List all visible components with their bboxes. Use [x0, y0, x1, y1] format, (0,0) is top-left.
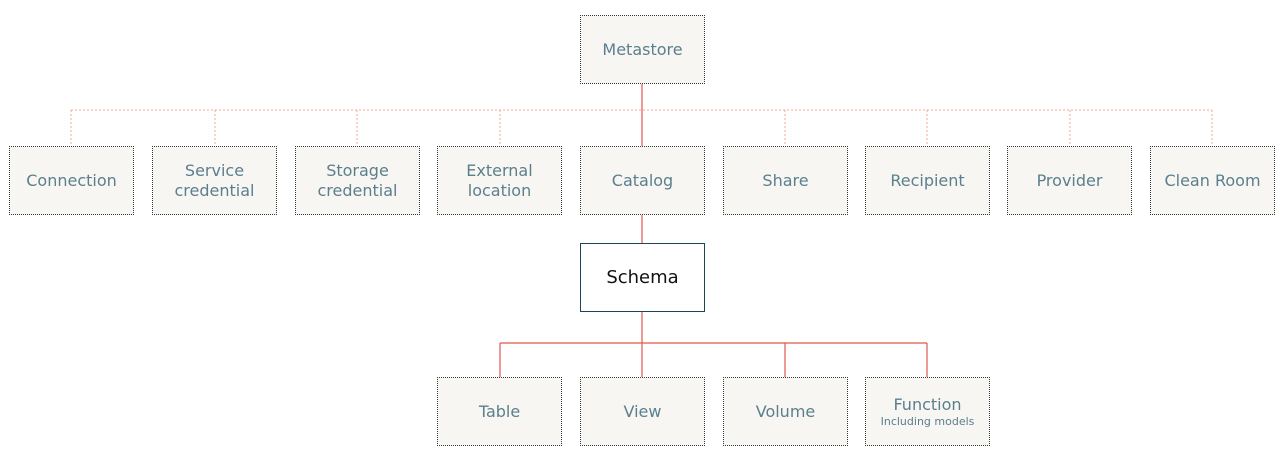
- node-sublabel: Including models: [880, 414, 975, 428]
- node-label: Connection: [26, 170, 117, 190]
- node-label: Share: [762, 170, 809, 190]
- node-schema: Schema: [580, 243, 705, 312]
- node-table: Table: [437, 377, 562, 446]
- node-service-credential: Service credential: [152, 146, 277, 215]
- node-metastore: Metastore: [580, 15, 705, 84]
- node-label: Schema: [606, 266, 679, 288]
- node-label: Catalog: [611, 170, 674, 190]
- node-label-line-1: Service: [184, 160, 245, 180]
- node-label: View: [623, 401, 662, 421]
- node-label: Function: [893, 394, 962, 414]
- node-share: Share: [723, 146, 848, 215]
- node-label-line-2: credential: [174, 180, 255, 200]
- node-label-line-2: location: [467, 180, 532, 200]
- node-label: Provider: [1036, 170, 1103, 190]
- node-label-line-1: Storage: [326, 160, 389, 180]
- node-label-line-2: credential: [317, 180, 398, 200]
- node-catalog: Catalog: [580, 146, 705, 215]
- node-connection: Connection: [9, 146, 134, 215]
- node-provider: Provider: [1007, 146, 1132, 215]
- node-recipient: Recipient: [865, 146, 990, 215]
- node-label: Clean Room: [1164, 170, 1261, 190]
- node-label: Recipient: [890, 170, 965, 190]
- node-external-location: External location: [437, 146, 562, 215]
- node-label: Table: [478, 401, 521, 421]
- node-view: View: [580, 377, 705, 446]
- node-storage-credential: Storage credential: [295, 146, 420, 215]
- node-function: Function Including models: [865, 377, 990, 446]
- node-label: Volume: [755, 401, 816, 421]
- node-label: Metastore: [602, 39, 683, 59]
- node-volume: Volume: [723, 377, 848, 446]
- node-clean-room: Clean Room: [1150, 146, 1275, 215]
- node-label-line-1: External: [466, 160, 533, 180]
